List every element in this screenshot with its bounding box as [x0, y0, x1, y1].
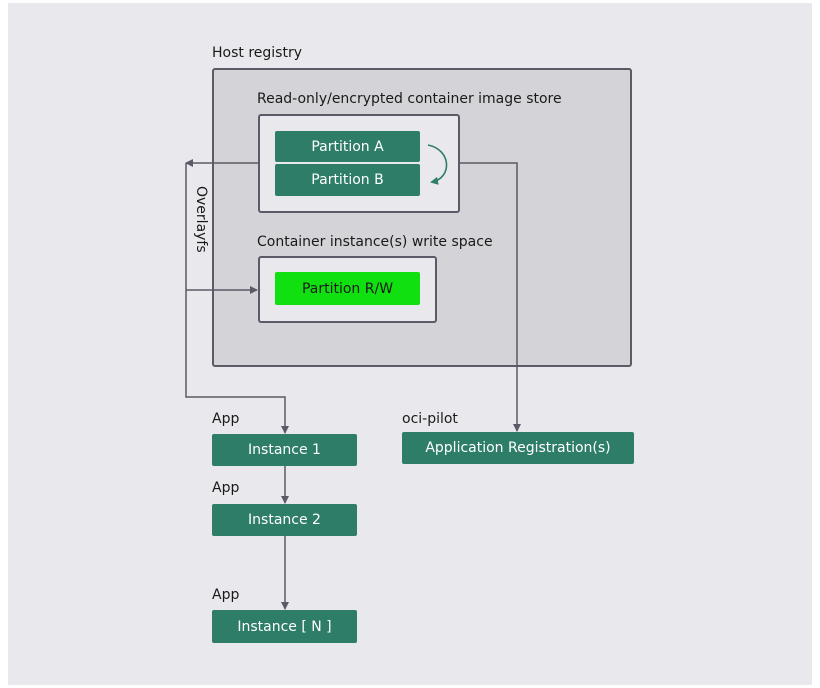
instance-1-box: Instance 1	[212, 434, 357, 466]
instance-n-box: Instance [ N ]	[212, 610, 357, 643]
partition-b: Partition B	[275, 164, 420, 196]
image-store-label: Read-only/encrypted container image stor…	[257, 91, 562, 107]
overlay-trunk-line	[185, 163, 289, 434]
partition-rw: Partition R/W	[275, 272, 420, 305]
instance-2-app-label: App	[212, 480, 240, 496]
store-to-oci-pilot-arrow	[460, 162, 521, 432]
write-space-label: Container instance(s) write space	[257, 234, 493, 250]
instance-n-app-label: App	[212, 587, 240, 603]
host-registry-label: Host registry	[212, 45, 302, 61]
image-store-box	[258, 114, 460, 213]
instance-2-box: Instance 2	[212, 504, 357, 536]
partition-swap-arrow	[427, 144, 448, 185]
instance-1-app-label: App	[212, 411, 240, 427]
partition-a: Partition A	[275, 131, 420, 162]
oci-pilot-label: oci-pilot	[402, 411, 458, 427]
application-registration-box: Application Registration(s)	[402, 432, 634, 464]
